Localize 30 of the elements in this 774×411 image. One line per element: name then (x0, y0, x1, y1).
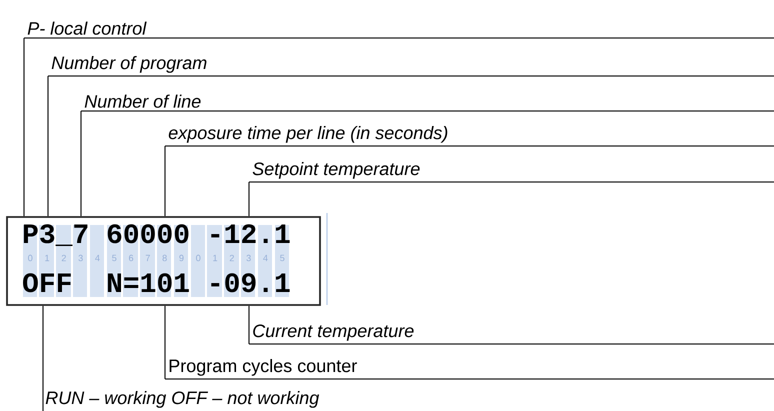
annotation-label: exposure time per line (in seconds) (168, 126, 448, 143)
column-number: 1 (45, 254, 50, 262)
annotation-label: RUN – working OFF – not working (46, 391, 320, 408)
column-number: 1 (213, 254, 218, 262)
column-number: 4 (95, 254, 100, 262)
column-number: 7 (146, 254, 150, 262)
column-number: 2 (62, 254, 66, 262)
annotation-label: Number of line (84, 94, 201, 108)
column-number: 5 (112, 254, 116, 262)
column-number: 3 (78, 254, 83, 262)
leader-line (164, 146, 166, 217)
annotation-label: P- local control (28, 22, 147, 35)
column-number: 2 (230, 254, 234, 262)
column-number: 0 (28, 254, 32, 262)
column-number: 4 (263, 254, 268, 262)
leader-line (42, 305, 44, 411)
annotation-label: Setpoint temperature (252, 162, 420, 179)
leader-line (80, 110, 82, 217)
leader-line (248, 305, 250, 344)
column-number: 3 (246, 254, 251, 262)
leader-line (248, 182, 250, 217)
annotation-label: Program cycles counter (170, 359, 357, 376)
leader-line (164, 305, 166, 380)
column-number: 8 (162, 254, 167, 262)
column-number: 0 (196, 254, 200, 262)
column-number: 5 (280, 254, 284, 262)
annotation-label: Number of program (52, 56, 206, 73)
annotation-label: Current temperature (253, 324, 414, 341)
column-number: 6 (129, 254, 134, 262)
column-number: 9 (179, 254, 184, 262)
